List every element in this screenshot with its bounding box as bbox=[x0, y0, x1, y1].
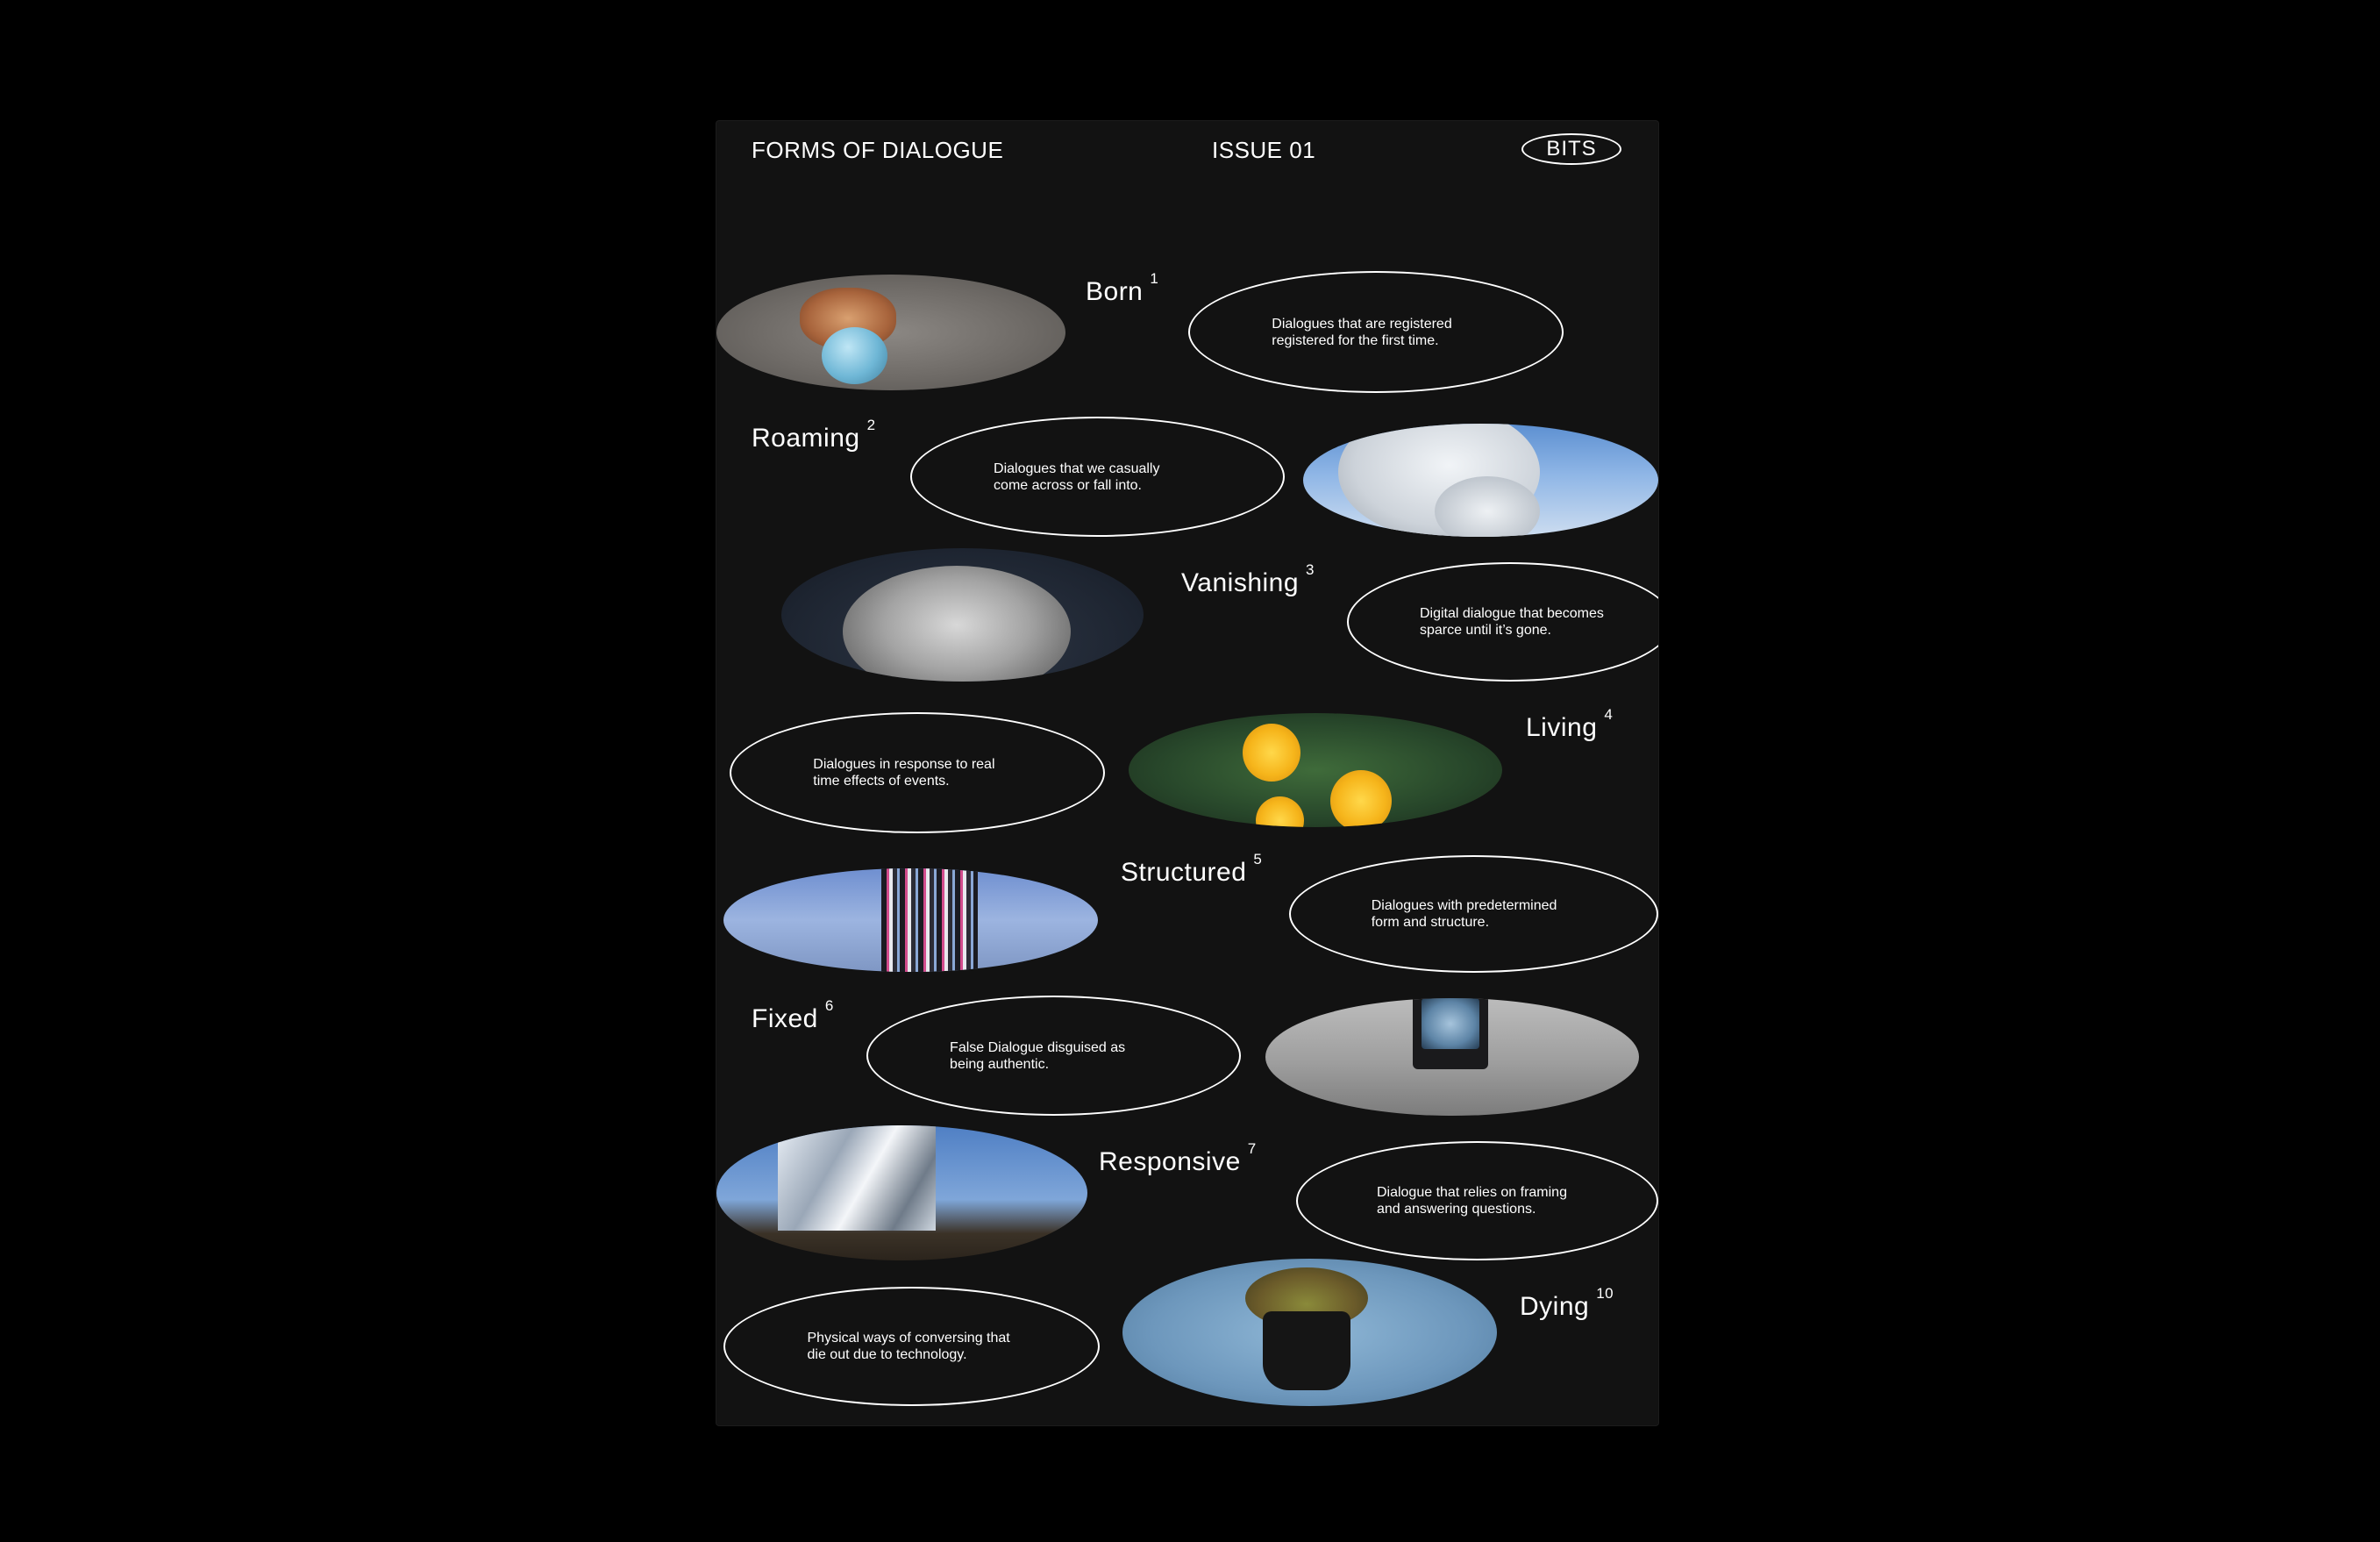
responsive-photo bbox=[716, 1125, 1087, 1260]
plant-pot-shape bbox=[1263, 1311, 1350, 1390]
flower-shape bbox=[1330, 770, 1392, 827]
satellite-dish-shape bbox=[1435, 476, 1540, 537]
header-title: FORMS OF DIALOGUE bbox=[752, 137, 1004, 163]
issue-label: ISSUE 01 bbox=[1212, 137, 1316, 163]
roaming-photo bbox=[1303, 424, 1658, 537]
living-photo bbox=[1129, 713, 1502, 827]
smoke-cloud-shape bbox=[843, 566, 1071, 682]
flower-shape bbox=[1256, 796, 1304, 827]
bits-logo: BITS bbox=[1521, 133, 1621, 165]
fixed-photo bbox=[1265, 998, 1639, 1116]
vanishing-photo bbox=[781, 548, 1144, 682]
silver-fabric-shape bbox=[778, 1125, 936, 1231]
monitor-screen-shape bbox=[1422, 998, 1479, 1049]
born-photo bbox=[716, 275, 1065, 390]
dying-photo bbox=[1122, 1259, 1497, 1406]
glitch-pattern-shape bbox=[881, 868, 978, 972]
flower-shape bbox=[1243, 724, 1300, 782]
blue-egg-shape bbox=[822, 327, 887, 384]
structured-photo bbox=[723, 868, 1098, 972]
